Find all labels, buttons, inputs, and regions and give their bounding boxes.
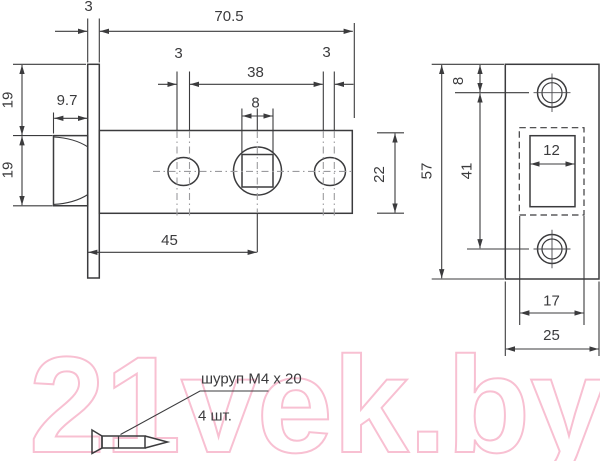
side-view-extension-lines [13,18,404,253]
dim-label-bolt-width: 9.7 [57,92,78,109]
front-view: 8 57 41 12 17 25 [419,63,600,356]
dim-label-spindle-square: 8 [251,95,259,112]
screw-shank [101,435,146,449]
dim-label-hole-spacing: 38 [247,64,264,81]
latch-body [98,129,354,215]
dim-label-19-bottom: 19 [0,162,17,179]
front-view-extension-lines [431,63,600,356]
dim-label-hole-left: 3 [174,45,182,62]
latch-hole-front [529,134,576,208]
dim-label-overall-length: 70.5 [214,8,243,25]
bolt-bevel-top [53,136,88,148]
dim-label-body-height: 22 [371,166,388,183]
dim-label-backset: 45 [161,232,178,249]
side-view: 3 70.5 19 19 9.7 3 38 3 8 22 45 [0,0,404,279]
screw-note-quantity: 4 шт. [198,408,232,425]
dim-label-plate-width: 25 [543,327,560,344]
dim-label-plate-thickness: 3 [84,0,92,15]
screw-drawing [91,428,171,455]
front-view-dimension-lines [438,64,599,352]
leader-line [120,390,269,435]
screw-note-label: шуруп М4 x 20 [201,371,302,388]
dim-label-screw-spacing: 41 [459,163,476,180]
dim-label-19-top: 19 [0,92,17,109]
watermark: 21vek.by [28,328,600,461]
dim-label-latch-hole-width: 12 [543,142,560,159]
latch-bolt [52,134,89,207]
side-view-dimension-lines [19,28,398,256]
screw-hole-centerlines [533,73,571,269]
side-view-centerlines [153,131,352,219]
mount-hole-left [167,156,200,187]
dim-label-plate-height: 57 [419,163,436,180]
dim-label-cutout-width: 17 [543,293,560,310]
watermark-text: 21vek.by [29,329,600,461]
faceplate-front [504,63,600,280]
dim-label-screw-offset: 8 [450,77,467,85]
spindle-square [241,153,274,188]
screw-note: шуруп М4 x 20 4 шт. [91,371,302,455]
dim-label-hole-right: 3 [322,44,330,61]
cutout-dashed-outline [518,127,585,216]
bolt-bevel-bottom [53,194,88,205]
faceplate-side [86,63,101,279]
screw-point [144,435,171,449]
